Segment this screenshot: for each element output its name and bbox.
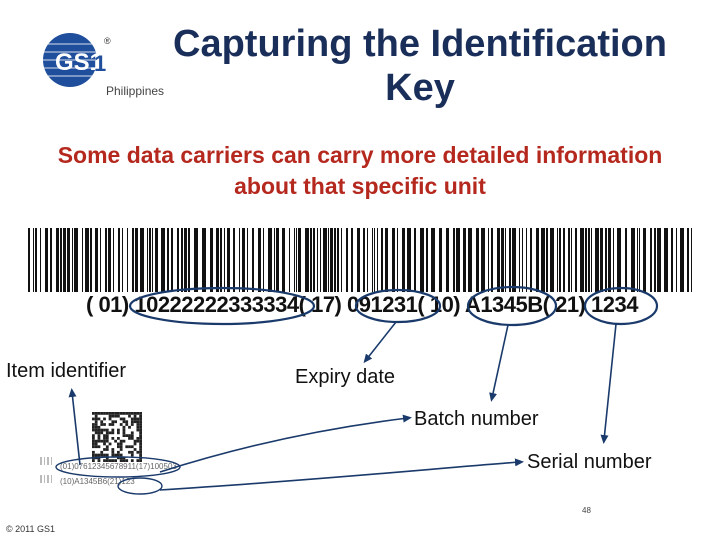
callout-expiry-date: Expiry date <box>295 366 396 388</box>
arrow-batch <box>489 324 509 402</box>
arrow-expiry <box>363 321 397 364</box>
callout-batch-number: Batch number <box>414 408 539 430</box>
small-symbol-text-2: (10)A1345B6(21)123 <box>60 477 135 486</box>
gs1-128-barcode <box>28 228 692 292</box>
logo-registered-mark: ® <box>104 36 111 46</box>
barcode-human-readable: ( 01) 10222222333334( 17) 091231( 10) A1… <box>86 292 638 317</box>
small-symbol-text-1: (01)07612345678911(17)100503 <box>60 462 177 471</box>
logo-text: GS1 <box>55 49 103 76</box>
slide-title: Capturing the Identification Key <box>173 23 667 109</box>
copyright: © 2011 GS1 <box>6 524 55 534</box>
arrow-serial <box>600 323 617 444</box>
gs1-logo: GS1 1 <box>43 33 106 87</box>
datamatrix-symbol <box>92 412 142 462</box>
svg-text:1: 1 <box>94 51 106 76</box>
logo-region: Philippines <box>106 84 165 98</box>
page-number: 48 <box>582 506 591 515</box>
callout-serial-number: Serial number <box>527 451 652 473</box>
small-linear-symbol <box>40 457 52 483</box>
arrow-serial-to-small <box>159 458 524 491</box>
callout-item-identifier: Item identifier <box>6 360 127 382</box>
slide-subtitle: Some data carriers can carry more detail… <box>57 142 663 199</box>
